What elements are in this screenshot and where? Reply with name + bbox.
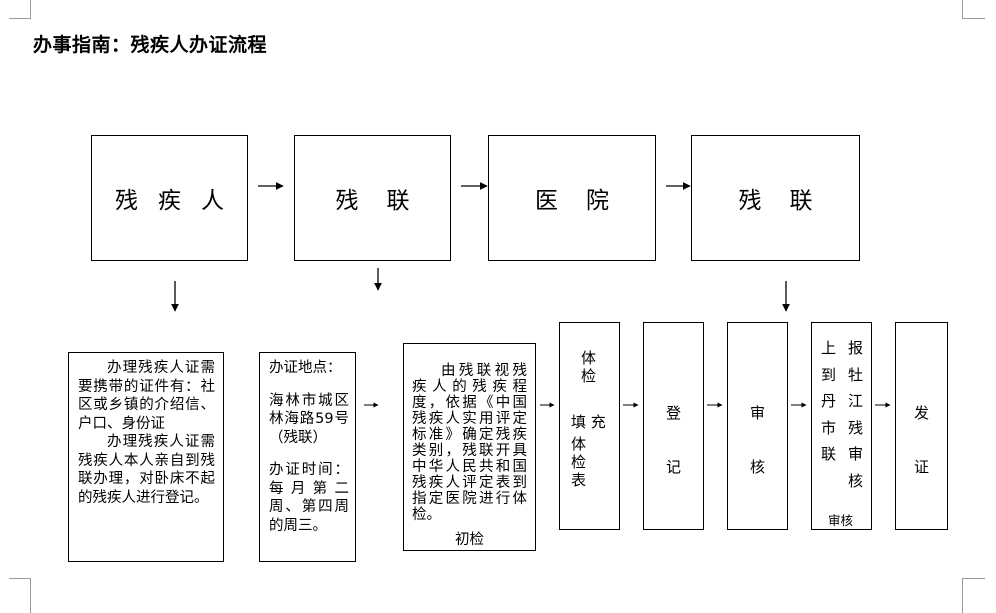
issue-label: 发证 <box>914 404 930 476</box>
box-review: 审核 <box>727 322 788 530</box>
box-submit-mudanjiang: 报牡江残审核 上到丹市联 审核 <box>811 322 872 530</box>
initial-check-text: 由残联视残疾人的残疾程度，依据《中国残疾人实用评定标准》确定残疾类别，残联开具中… <box>412 363 527 523</box>
step-hospital: 医院 <box>488 135 656 261</box>
fill-label: 填 充 <box>571 413 606 431</box>
form-label: 体检表 <box>571 435 587 489</box>
initial-check-caption: 初检 <box>455 532 484 548</box>
crop-mark-top-left <box>9 0 31 19</box>
step-label: 残联 <box>335 188 438 214</box>
submit-caption: 审核 <box>828 513 854 528</box>
crop-mark-top-right <box>962 0 985 19</box>
step-label: 残联 <box>738 188 841 214</box>
crop-mark-bottom-left <box>9 578 31 613</box>
box-register: 登记 <box>643 322 704 530</box>
step-disabled-federation-2: 残联 <box>691 135 860 261</box>
register-label: 登记 <box>666 404 682 476</box>
step-label: 医院 <box>535 188 637 214</box>
office-hours: 办证时间：每月第二周、第四周的周三。 <box>269 462 349 534</box>
page-title: 办事指南：残疾人办证流程 <box>33 34 268 56</box>
exam-label: 体检 <box>581 349 597 385</box>
submit-text-right: 报牡江残审核 <box>848 339 864 490</box>
step-disabled-person: 残疾人 <box>91 135 248 261</box>
location-address: 海林市城区林海路59号（残联） <box>269 392 349 446</box>
review-label: 审核 <box>750 404 766 476</box>
crop-mark-bottom-right <box>962 578 985 613</box>
required-docs-text: 办理残疾人证需要携带的证件有：社区或乡镇的介绍信、户口、身份证 <box>78 360 215 432</box>
in-person-text: 办理残疾人证需残疾人本人亲自到残联办理，对卧床不起的残疾人进行登记。 <box>78 434 215 506</box>
box-office-location: 办证地点： 海林市城区林海路59号（残联） 办证时间：每月第二周、第四周的周三。 <box>259 352 356 562</box>
submit-text-left: 上到丹市联 <box>821 339 837 463</box>
box-initial-check: 由残联视残疾人的残疾程度，依据《中国残疾人实用评定标准》确定残疾类别，残联开具中… <box>403 343 536 551</box>
step-label: 残疾人 <box>115 188 244 214</box>
box-issue-certificate: 发证 <box>895 322 948 530</box>
box-medical-exam: 体检 填 充 体检表 <box>559 322 620 530</box>
box-required-documents: 办理残疾人证需要携带的证件有：社区或乡镇的介绍信、户口、身份证 办理残疾人证需残… <box>68 352 224 562</box>
step-disabled-federation: 残联 <box>294 135 451 261</box>
location-label: 办证地点： <box>269 360 342 376</box>
